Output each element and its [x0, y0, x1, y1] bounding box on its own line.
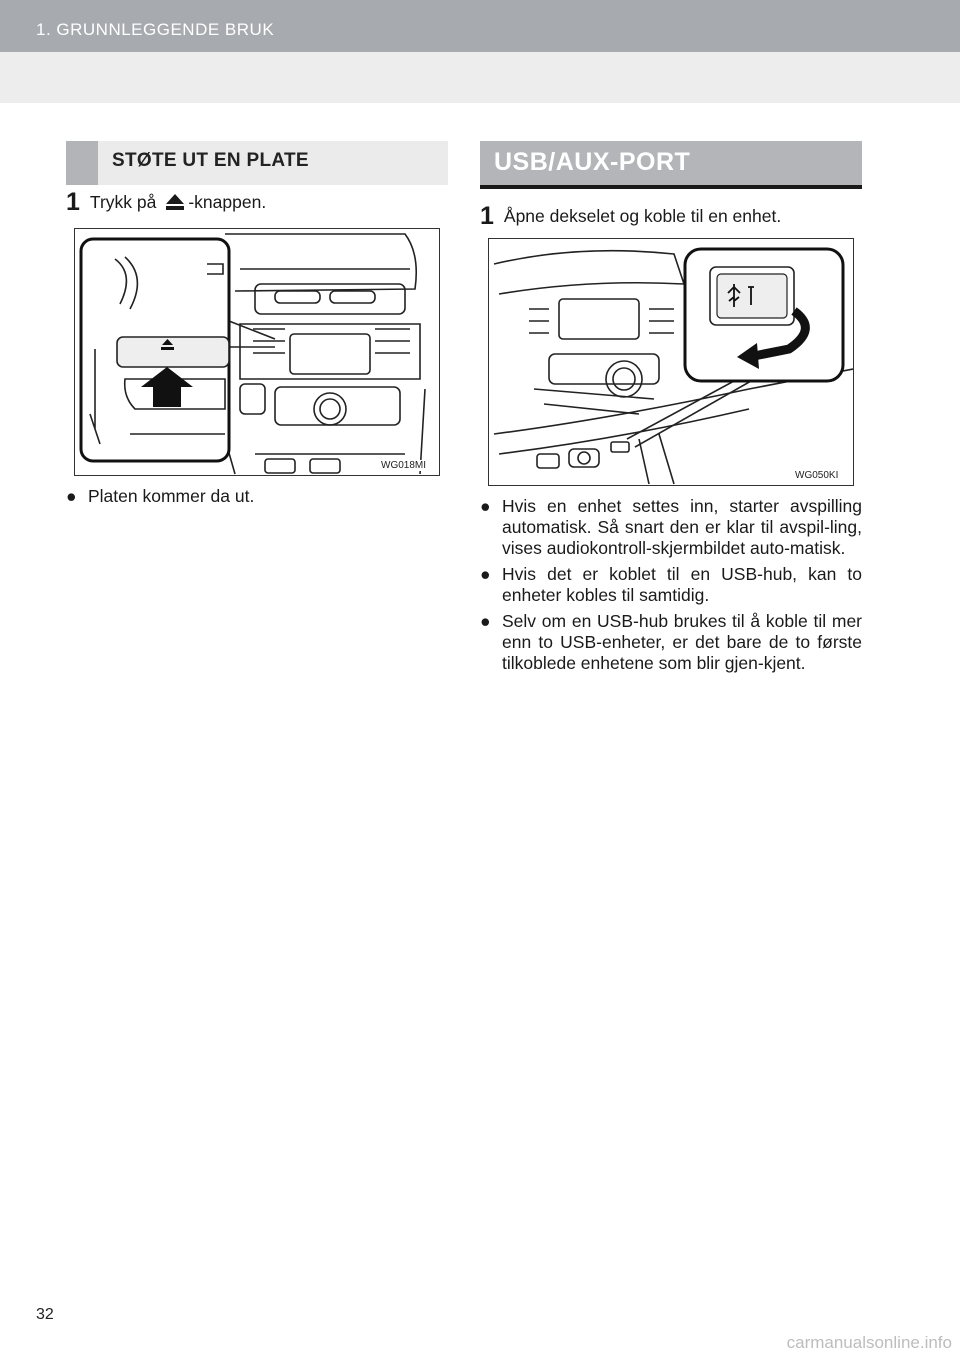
figure-code-left: WG018MI: [379, 460, 429, 471]
bullet-dot: ●: [480, 611, 491, 631]
section-title-eject: STØTE UT EN PLATE: [112, 150, 309, 171]
chapter-header-bar: 1. GRUNNLEGGENDE BRUK: [0, 0, 960, 52]
bullet-list-usb: ●Hvis en enhet settes inn, starter avspi…: [480, 496, 862, 679]
bullet-dot: ●: [480, 496, 491, 516]
watermark: carmanualsonline.info: [786, 1333, 952, 1352]
list-item: ●Hvis en enhet settes inn, starter avspi…: [480, 496, 862, 558]
step-eject: 1 Trykk på -knappen.: [66, 188, 266, 217]
dashboard-eject-illustration: [79, 233, 426, 475]
section-title-usb: USB/AUX-PORT: [494, 148, 691, 176]
eject-icon: [164, 192, 186, 217]
section-header-usb: USB/AUX-PORT: [480, 141, 862, 189]
step-text: Åpne dekselet og koble til en enhet.: [503, 206, 782, 226]
step-number: 1: [66, 188, 80, 216]
figure-eject-button: WG018MI: [74, 228, 440, 476]
header-subband: [0, 52, 960, 103]
list-item: ●Selv om en USB-hub brukes til å koble t…: [480, 611, 862, 673]
list-item: ●Platen kommer da ut.: [66, 486, 255, 506]
chapter-title: 1. GRUNNLEGGENDE BRUK: [36, 20, 275, 39]
section-header-tab: [66, 141, 98, 185]
step-text-after: -knappen.: [188, 192, 267, 212]
step-number: 1: [480, 202, 494, 230]
bullet-dot: ●: [480, 564, 491, 584]
bullet-list-eject: ●Platen kommer da ut.: [66, 486, 448, 512]
bullet-dot: ●: [66, 486, 77, 506]
page-number: 32: [36, 1306, 54, 1323]
step-usb: 1 Åpne dekselet og koble til en enhet.: [480, 202, 781, 231]
section-header-eject: STØTE UT EN PLATE: [66, 141, 448, 185]
dashboard-usb-illustration: [493, 247, 853, 485]
list-item: ●Hvis det er koblet til en USB-hub, kan …: [480, 564, 862, 605]
figure-usb-port: WG050KI: [488, 238, 854, 486]
figure-code-right: WG050KI: [793, 470, 841, 481]
step-text-before: Trykk på: [89, 192, 157, 212]
